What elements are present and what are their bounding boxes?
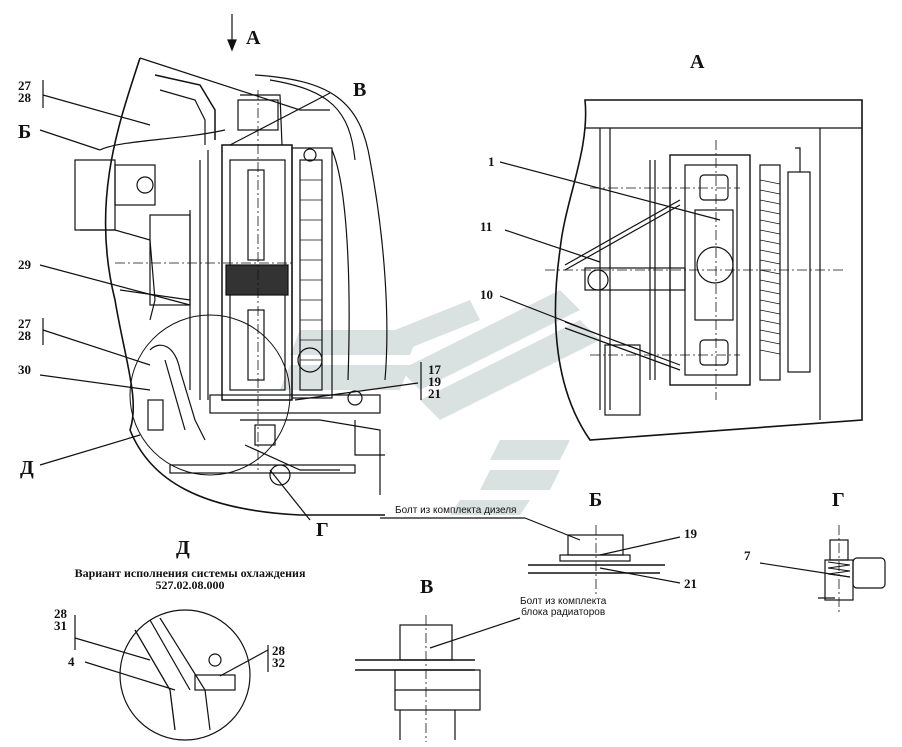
detail-g bbox=[759, 525, 886, 612]
num-31: 31 bbox=[54, 618, 67, 633]
num-21: 21 bbox=[428, 386, 441, 401]
detail-b-title: Б bbox=[589, 489, 603, 511]
detail-d-caption: Вариант исполнения системы охлаждения 52… bbox=[60, 567, 320, 591]
num-28: 28 bbox=[18, 328, 31, 343]
num-32: 32 bbox=[272, 655, 285, 670]
num-17: 17 bbox=[428, 362, 441, 377]
num-21-detail: 21 bbox=[684, 576, 697, 591]
detail-b bbox=[380, 517, 681, 595]
core-fins bbox=[300, 179, 322, 361]
num-19: 19 bbox=[428, 374, 441, 389]
detail-v-note-line2: блока радиаторов bbox=[521, 607, 606, 618]
detail-b-note: Болт из комплекта дизеля bbox=[395, 505, 517, 516]
main-view bbox=[74, 57, 388, 516]
callout-g: Г bbox=[316, 519, 329, 541]
watermark-logo bbox=[280, 290, 600, 515]
view-a-spring bbox=[759, 179, 781, 355]
view-a bbox=[545, 99, 863, 441]
num-28: 28 bbox=[18, 90, 31, 105]
num-4: 4 bbox=[68, 654, 75, 669]
num-27-28-mid: 27 28 bbox=[18, 316, 31, 343]
detail-v-title: В bbox=[420, 576, 434, 598]
num-19-detail: 19 bbox=[684, 526, 697, 541]
view-a-title: А bbox=[690, 51, 705, 73]
num-1: 1 bbox=[488, 154, 495, 169]
num-10: 10 bbox=[480, 287, 493, 302]
detail-d-caption-line1: Вариант исполнения системы охлаждения bbox=[74, 566, 306, 580]
num-30: 30 bbox=[18, 362, 31, 377]
callout-b: Б bbox=[18, 121, 32, 143]
detail-d bbox=[74, 609, 269, 741]
detail-d-caption-line2: 527.02.08.000 bbox=[155, 578, 225, 592]
detail-v bbox=[355, 615, 521, 742]
num-28: 28 bbox=[272, 643, 285, 658]
detail-d-title: Д bbox=[176, 537, 190, 559]
callout-v: В bbox=[353, 79, 367, 101]
arrow-a-label: А bbox=[246, 27, 261, 49]
num-11: 11 bbox=[480, 219, 493, 234]
num-28-31: 28 31 bbox=[54, 606, 67, 633]
callout-d: Д bbox=[20, 457, 34, 479]
num-29: 29 bbox=[18, 257, 31, 272]
num-27-28-top: 27 28 bbox=[18, 78, 31, 105]
num-28: 28 bbox=[54, 606, 67, 621]
num-28-32: 28 32 bbox=[272, 643, 285, 670]
num-27: 27 bbox=[18, 316, 31, 331]
detail-v-note: Болт из комплекта блока радиаторов bbox=[520, 596, 606, 618]
detail-g-title: Г bbox=[832, 489, 845, 511]
num-17-19-21: 17 19 21 bbox=[428, 362, 441, 401]
num-7: 7 bbox=[744, 548, 751, 563]
num-27: 27 bbox=[18, 78, 31, 93]
detail-v-note-line1: Болт из комплекта bbox=[520, 596, 607, 607]
